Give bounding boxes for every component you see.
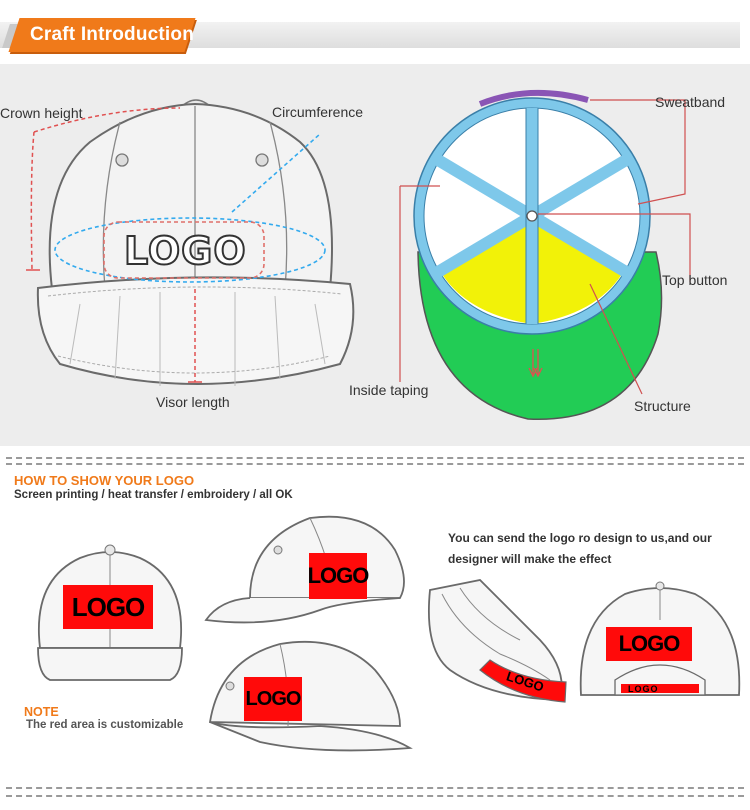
info-line-1: You can send the logo ro design to us,an… (448, 531, 712, 545)
label-sweatband: Sweatband (655, 94, 726, 110)
section-divider-top-2 (6, 463, 744, 465)
note-title: NOTE (24, 705, 59, 719)
label-top-button: Top button (662, 272, 728, 288)
label-structure: Structure (634, 398, 691, 414)
sample-logo-back: LOGO (606, 627, 692, 661)
label-crown-height: Crown height (0, 105, 83, 121)
info-line-2: designer will make the effect (448, 552, 612, 566)
page-title: Craft Introduction (30, 24, 195, 45)
section-divider-bottom-2 (6, 795, 744, 797)
cap-front-diagram (26, 99, 355, 386)
section-divider-top (6, 457, 744, 459)
sample-cap-side-bottom (208, 640, 413, 752)
how-to-title: HOW TO SHOW YOUR LOGO (14, 473, 195, 488)
sample-logo-side-bottom: LOGO (244, 677, 302, 721)
label-visor-length: Visor length (156, 394, 230, 410)
how-to-subtitle: Screen printing / heat transfer / embroi… (14, 489, 293, 501)
cap-inside-diagram (399, 89, 691, 420)
note-text: The red area is customizable (26, 719, 184, 731)
sample-cap-underside (427, 579, 567, 703)
diagram-logo-text: LOGO (123, 228, 247, 274)
sample-logo-back-strap: LOGO (628, 684, 659, 694)
sample-logo-front: LOGO (63, 585, 153, 629)
label-inside-taping: Inside taping (349, 382, 429, 398)
label-circumference: Circumference (272, 104, 364, 120)
section-divider-bottom (6, 787, 744, 789)
sample-logo-side-top: LOGO (308, 553, 369, 599)
